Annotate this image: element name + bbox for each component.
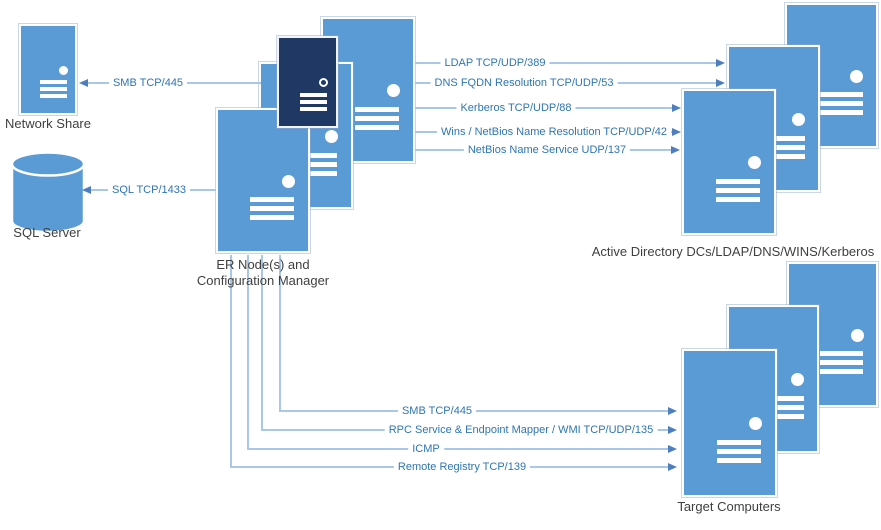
network-share-server-icon (19, 24, 77, 115)
icmp-connector-line (247, 255, 249, 450)
server-dot-icon (281, 174, 295, 188)
icmp-connector-line (247, 448, 668, 450)
server-vents-icon (293, 152, 338, 180)
arrow-right-icon (668, 426, 677, 434)
server-vents-icon (299, 92, 328, 114)
arrow-right-icon (668, 407, 677, 415)
target-server-front-icon (682, 349, 777, 497)
arrow-right-icon (671, 146, 680, 154)
remote-registry-connector-line (230, 255, 232, 468)
server-dot-icon (748, 417, 762, 431)
arrow-right-icon (672, 104, 681, 112)
arrow-right-icon (716, 79, 725, 87)
er-node-label-line1: ER Node(s) and (216, 257, 310, 272)
er-node-label-line2: Configuration Manager (196, 273, 330, 288)
network-share-label: Network Share (5, 116, 91, 131)
server-dot-icon (850, 69, 864, 83)
server-vents-icon (716, 440, 762, 467)
kerberos-connector-label: Kerberos TCP/UDP/88 (456, 102, 576, 114)
wins-connector-label: Wins / NetBios Name Resolution TCP/UDP/4… (437, 126, 671, 138)
server-vents-icon (716, 179, 761, 206)
rpc-wmi-connector-line (261, 255, 263, 431)
smb-target-connector-label: SMB TCP/445 (397, 405, 477, 417)
server-vents-icon (40, 79, 67, 101)
server-vents-icon (820, 351, 863, 378)
arrow-right-icon (668, 445, 677, 453)
server-vents-icon (819, 92, 863, 119)
rpc-wmi-connector-label: RPC Service & Endpoint Mapper / WMI TCP/… (384, 424, 658, 436)
sql-server-label: SQL Server (13, 225, 81, 240)
server-dot-icon (747, 156, 761, 170)
dns-connector-label: DNS FQDN Resolution TCP/UDP/53 (430, 77, 618, 89)
server-dot-icon (58, 66, 68, 76)
arrow-right-icon (672, 128, 681, 136)
er-server-front-icon (216, 108, 310, 253)
er-node-label: ER Node(s) and Configuration Manager (173, 257, 353, 289)
sql-server-database-icon (10, 151, 86, 234)
server-dot-icon (850, 328, 864, 342)
server-ring-icon (318, 78, 328, 88)
ad-server-front-icon (682, 89, 776, 235)
smb-nas-connector-label: SMB TCP/445 (108, 77, 188, 89)
ldap-connector-label: LDAP TCP/UDP/389 (440, 57, 550, 69)
active-directory-label: Active Directory DCs/LDAP/DNS/WINS/Kerbe… (591, 244, 875, 259)
arrow-right-icon (716, 59, 725, 67)
ldap-connector-line (415, 62, 716, 64)
arrow-right-icon (668, 463, 677, 471)
server-dot-icon (792, 112, 806, 126)
netbios-connector-label: NetBios Name Service UDP/137 (463, 144, 631, 156)
server-vents-icon (761, 135, 805, 163)
icmp-connector-label: ICMP (408, 443, 444, 455)
server-dot-icon (324, 129, 338, 143)
server-vents-icon (355, 107, 400, 134)
sql-connector-label: SQL TCP/1433 (108, 184, 190, 196)
server-dot-icon (791, 373, 805, 387)
er-server-dark-icon (277, 36, 338, 128)
smb-target-connector-line (279, 255, 281, 412)
server-dot-icon (386, 84, 400, 98)
server-vents-icon (250, 197, 295, 224)
arrow-left-icon (79, 79, 88, 87)
server-vents-icon (760, 396, 804, 423)
remote-registry-connector-label: Remote Registry TCP/139 (393, 461, 531, 473)
target-computers-label: Target Computers (677, 499, 781, 514)
arrow-left-icon (82, 186, 91, 194)
